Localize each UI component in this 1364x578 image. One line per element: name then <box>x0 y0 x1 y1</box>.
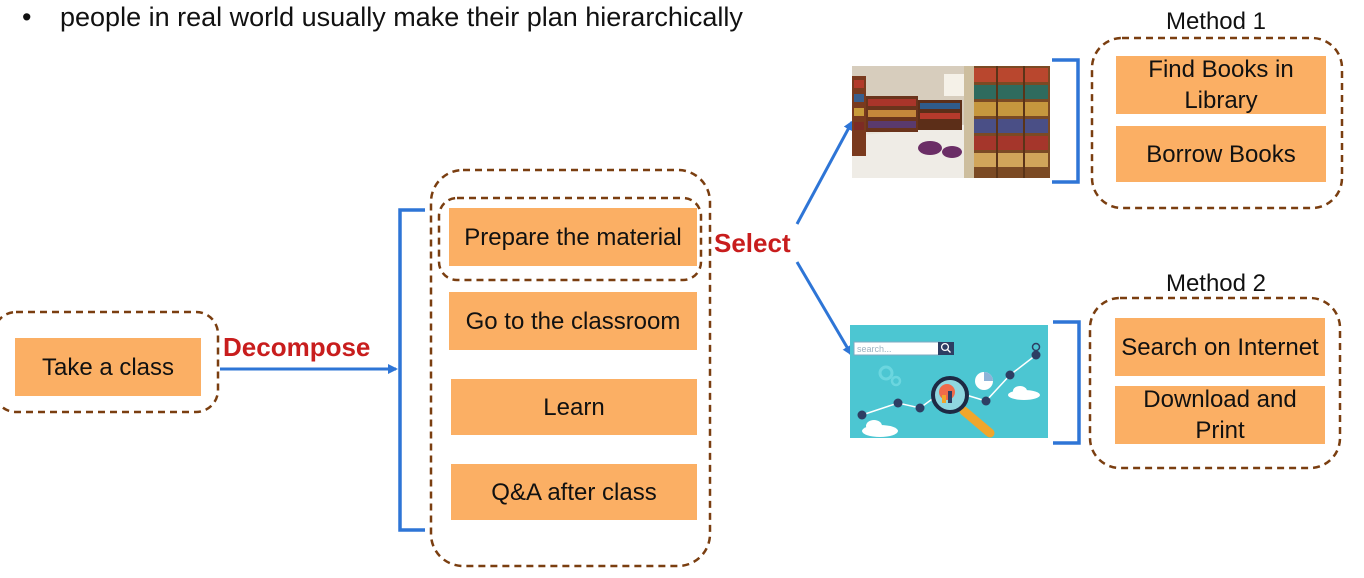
subtasks-bracket <box>398 208 425 532</box>
root-task-group <box>0 310 220 414</box>
search-graph-image: search... <box>850 325 1048 438</box>
bullet-symbol: • <box>22 2 32 32</box>
root-task-box: Take a class <box>15 338 201 396</box>
method-2-step-search-internet: Search on Internet <box>1115 318 1325 376</box>
subtask-learn: Learn <box>451 379 697 435</box>
subtask-prepare-material: Prepare the material <box>449 208 697 266</box>
decompose-label: Decompose <box>223 332 371 362</box>
select-label: Select <box>714 228 791 258</box>
bullet-point: • people in real world usually make thei… <box>22 2 743 33</box>
method-1-bracket <box>1052 58 1080 184</box>
search-placeholder: search... <box>857 344 892 354</box>
bullet-text: people in real world usually make their … <box>60 2 743 32</box>
internet-search-illustration: search... <box>850 325 1048 438</box>
method-1-step-borrow-books: Borrow Books <box>1116 126 1326 182</box>
select-arrow-method-1 <box>795 120 854 225</box>
library-bookshelves-image <box>852 66 1050 178</box>
method-2-group <box>1088 296 1342 470</box>
method-2-step-download-print: Download and Print <box>1115 386 1325 444</box>
library-photo <box>852 66 1050 178</box>
selected-subtask-group <box>437 196 703 282</box>
method-1-group <box>1090 36 1344 210</box>
method-1-label: Method 1 <box>1165 8 1267 35</box>
subtask-go-to-classroom: Go to the classroom <box>449 292 697 350</box>
subtask-qa-after-class: Q&A after class <box>451 464 697 520</box>
method-2-label: Method 2 <box>1165 270 1267 297</box>
select-arrow-method-2 <box>795 261 853 356</box>
method-2-bracket <box>1053 320 1081 445</box>
method-1-step-find-books: Find Books in Library <box>1116 56 1326 114</box>
